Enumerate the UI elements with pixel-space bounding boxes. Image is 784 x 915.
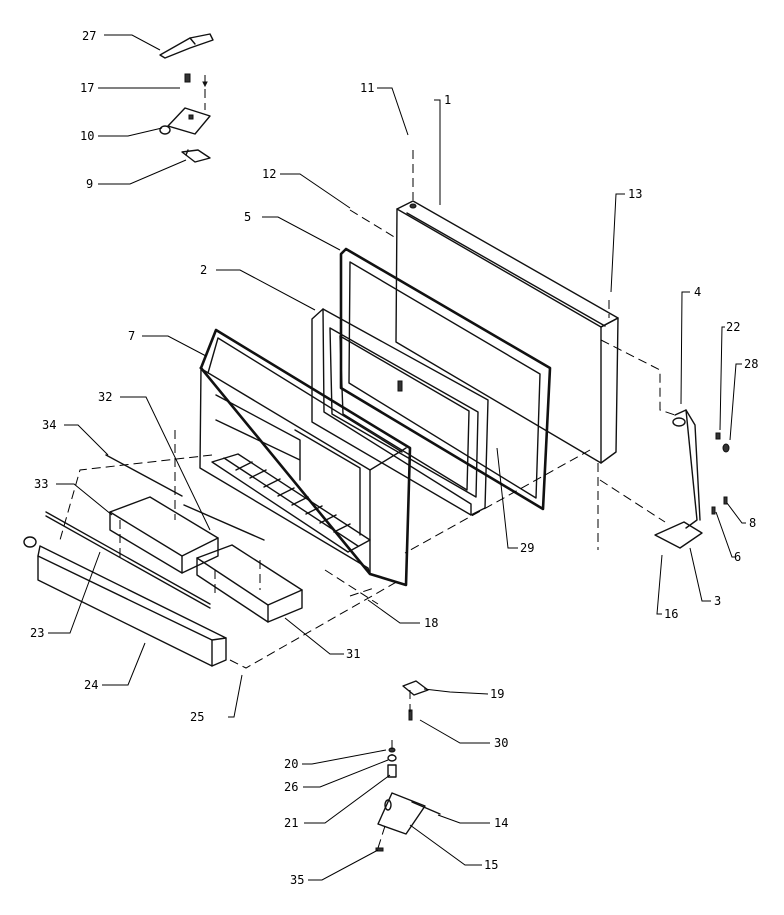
callout-16: 16 — [664, 607, 678, 621]
lower-cam-part — [375, 680, 441, 852]
door-bin-part — [109, 496, 219, 574]
screw-part — [184, 73, 208, 88]
drawer-front-part — [23, 536, 227, 667]
handle-cover-part — [159, 33, 214, 59]
callout-6: 6 — [734, 550, 741, 564]
callout-9: 9 — [86, 177, 93, 191]
callout-labels: 27 17 10 9 11 1 12 13 5 2 4 22 7 28 32 3… — [30, 29, 758, 887]
callout-31: 31 — [346, 647, 360, 661]
callout-12: 12 — [262, 167, 276, 181]
callout-11: 11 — [360, 81, 374, 95]
callout-4: 4 — [694, 285, 701, 299]
callout-21: 21 — [284, 816, 298, 830]
callout-14: 14 — [494, 816, 508, 830]
top-hinge-part — [159, 107, 211, 135]
callout-2: 2 — [200, 263, 207, 277]
assembly-lines — [59, 75, 676, 849]
hinge-bracket-part — [181, 149, 211, 163]
callout-1: 1 — [444, 93, 451, 107]
callout-17: 17 — [80, 81, 94, 95]
callout-32: 32 — [98, 390, 112, 404]
rail-part — [45, 454, 265, 609]
callout-18: 18 — [424, 616, 438, 630]
callout-24: 24 — [84, 678, 98, 692]
leader-lines — [48, 34, 746, 881]
callout-15: 15 — [484, 858, 498, 872]
callout-30: 30 — [494, 736, 508, 750]
callout-26: 26 — [284, 780, 298, 794]
callout-5: 5 — [244, 210, 251, 224]
door-outer-panel — [395, 200, 619, 464]
callout-22: 22 — [726, 320, 740, 334]
callout-3: 3 — [714, 594, 721, 608]
lower-hinge-part — [654, 409, 730, 549]
callout-34: 34 — [42, 418, 56, 432]
callout-8: 8 — [749, 516, 756, 530]
callout-23: 23 — [30, 626, 44, 640]
callout-27: 27 — [82, 29, 96, 43]
callout-13: 13 — [628, 187, 642, 201]
callout-35: 35 — [290, 873, 304, 887]
callout-25: 25 — [190, 710, 204, 724]
basket-frame-part — [199, 328, 412, 587]
callout-28: 28 — [744, 357, 758, 371]
callout-20: 20 — [284, 757, 298, 771]
callout-29: 29 — [520, 541, 534, 555]
callout-10: 10 — [80, 129, 94, 143]
callout-33: 33 — [34, 477, 48, 491]
callout-7: 7 — [128, 329, 135, 343]
callout-19: 19 — [490, 687, 504, 701]
door-gasket-part — [339, 247, 552, 511]
door-bin-part-2 — [196, 544, 303, 623]
